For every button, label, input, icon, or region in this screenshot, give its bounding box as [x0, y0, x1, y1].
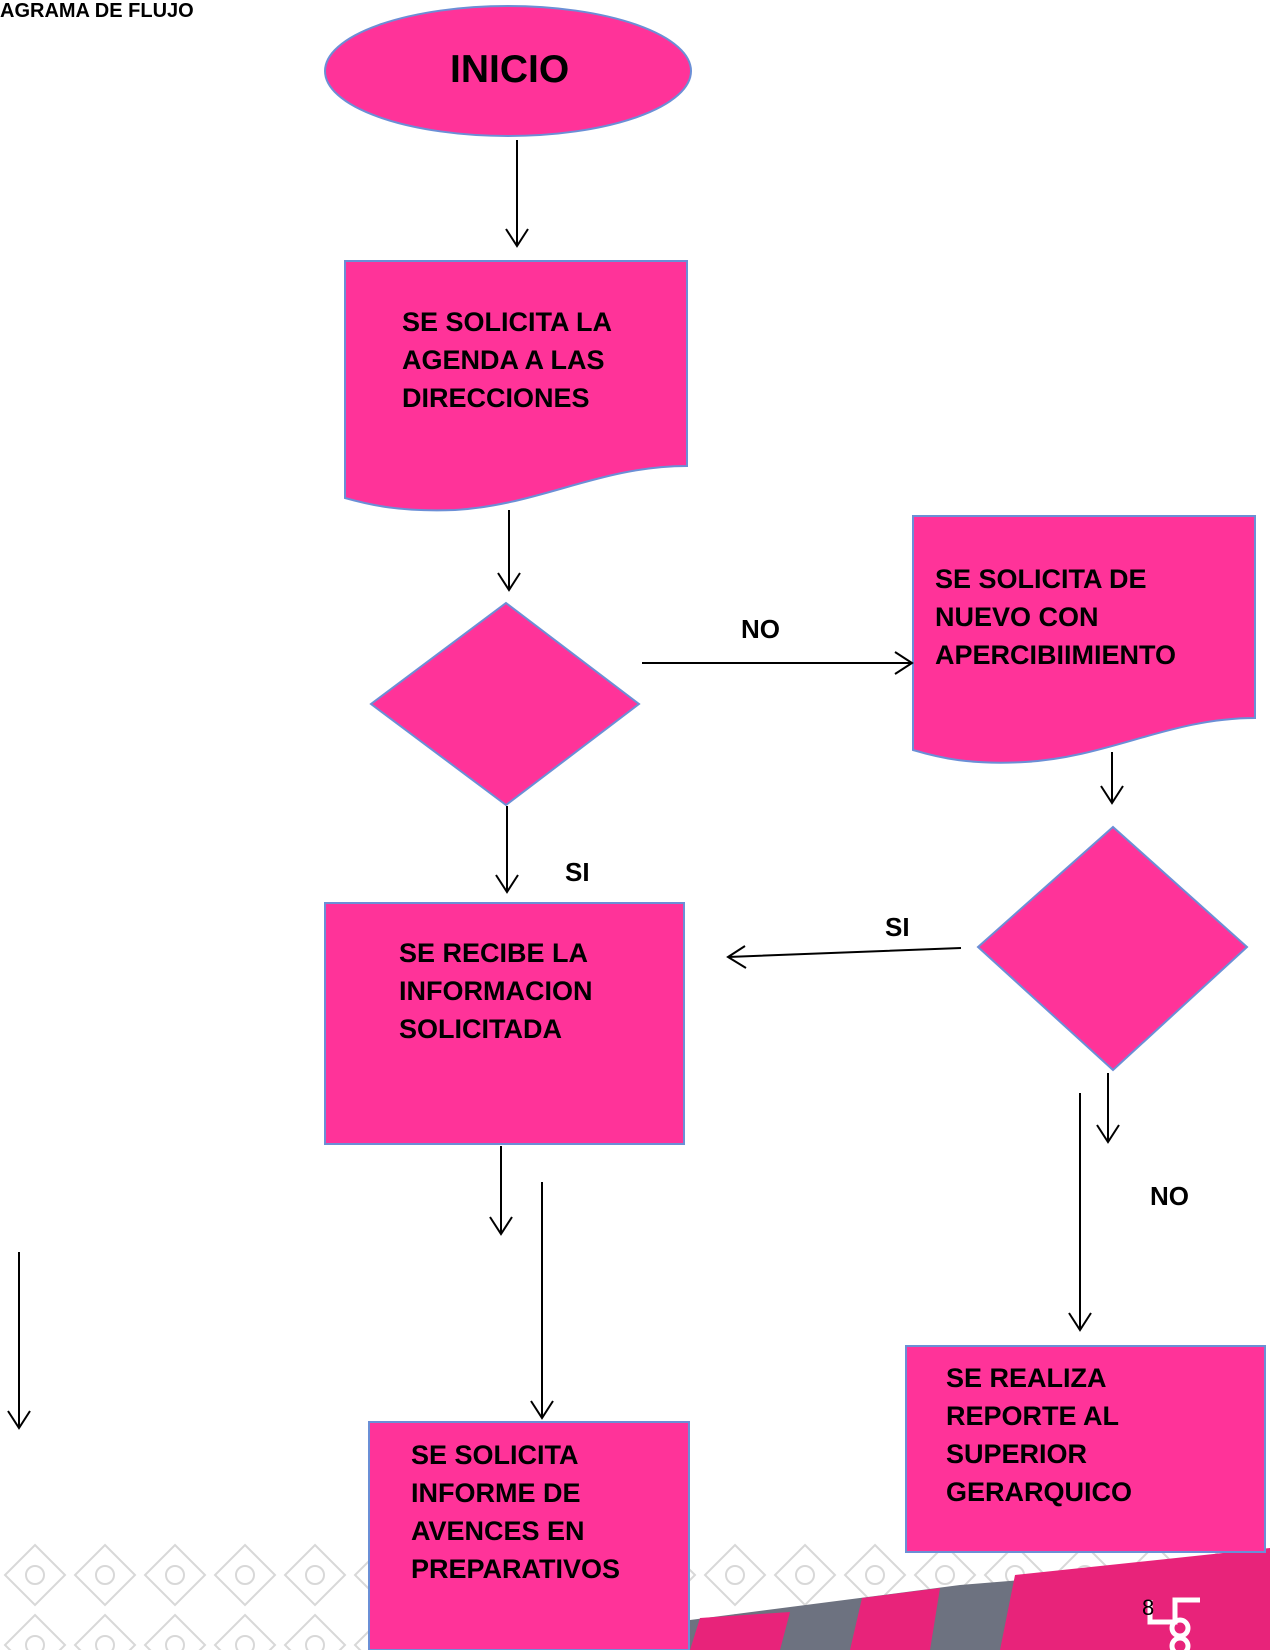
arrow-to-request-progress	[530, 1182, 554, 1420]
arrow-agenda-to-decision-1	[497, 510, 521, 592]
request-again-label: SE SOLICITA DE NUEVO CON APERCIBIIMIENTO	[935, 564, 1177, 670]
edge-label-si: SI	[885, 912, 910, 942]
receive-info-label: SE RECIBE LA INFORMACION SOLICITADA	[399, 938, 593, 1044]
report-superior-process	[905, 1345, 1266, 1553]
arrow-decision-1-si	[495, 806, 519, 894]
arrow-start-to-agenda	[505, 140, 529, 248]
arrow-decision-1-no	[642, 651, 914, 675]
footer-pink-stripe	[690, 1612, 790, 1650]
edge-label-si: SI	[565, 857, 590, 887]
edge-label-no: NO	[1150, 1181, 1189, 1211]
start-label: INICIO	[450, 48, 570, 91]
arrow-receive-info-down	[489, 1146, 513, 1236]
start-terminator	[324, 5, 692, 137]
footer-pink-stripe	[850, 1588, 940, 1650]
request-agenda-document	[344, 260, 688, 512]
request-progress-process	[368, 1421, 690, 1650]
arrow-request-again-to-decision-2	[1100, 752, 1124, 805]
arrow-left-margin	[7, 1252, 31, 1430]
arrow-decision-2-down	[1096, 1073, 1120, 1144]
decision-2-diamond	[976, 825, 1249, 1072]
request-agenda-label: SE SOLICITA LA AGENDA A LAS DIRECCIONES	[402, 307, 613, 413]
receive-info-process	[324, 902, 685, 1145]
report-superior-label: SE REALIZA REPORTE AL SUPERIOR GERARQUIC…	[946, 1363, 1133, 1507]
decision-1-diamond	[369, 601, 641, 807]
footer-pink-stripe	[1000, 1548, 1270, 1650]
logo-icon	[1147, 1597, 1200, 1650]
arrow-decision-2-si	[726, 945, 962, 969]
request-again-document	[912, 515, 1256, 764]
request-progress-label: SE SOLICITA INFORME DE AVENCES EN PREPAR…	[411, 1440, 621, 1584]
arrow-to-report-superior	[1068, 1093, 1092, 1332]
page-title: AGRAMA DE FLUJO	[0, 0, 194, 22]
page-number: 8	[1142, 1595, 1155, 1620]
edge-label-no: NO	[741, 614, 780, 644]
